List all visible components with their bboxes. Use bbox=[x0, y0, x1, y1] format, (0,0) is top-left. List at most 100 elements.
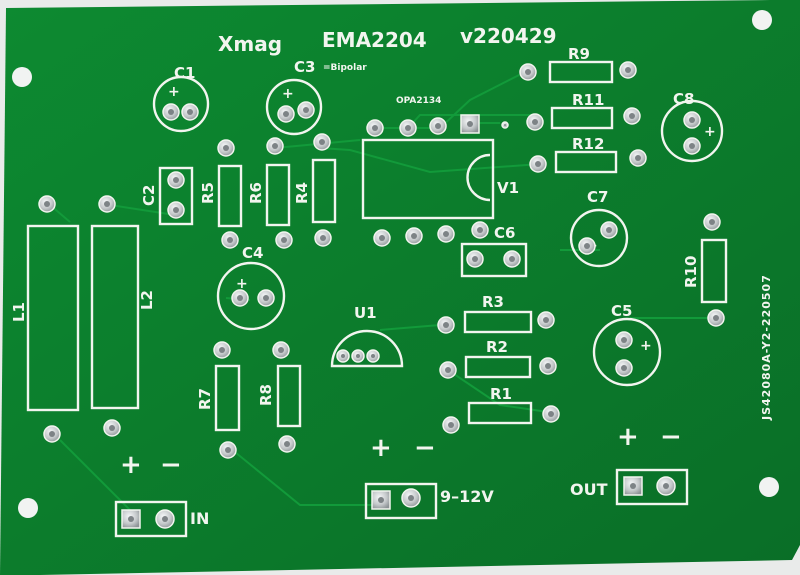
svg-text:+: + bbox=[168, 84, 180, 100]
pad-hole bbox=[689, 117, 695, 123]
pad-hole bbox=[187, 109, 193, 115]
ref-r2: R2 bbox=[486, 338, 508, 356]
ref-r5: R5 bbox=[199, 182, 217, 204]
pad-hole bbox=[405, 125, 411, 131]
pad-hole bbox=[44, 201, 50, 207]
pad-hole bbox=[168, 109, 174, 115]
pad-hole bbox=[49, 431, 55, 437]
out-plus: + bbox=[617, 422, 639, 452]
pad-hole bbox=[504, 124, 506, 126]
pad-hole bbox=[713, 315, 719, 321]
mounting-hole bbox=[759, 477, 779, 497]
pad-hole bbox=[320, 235, 326, 241]
ref-c2: C2 bbox=[140, 185, 158, 206]
pad-hole bbox=[219, 347, 225, 353]
ref-c5: C5 bbox=[611, 302, 632, 320]
pad-hole bbox=[411, 233, 417, 239]
power-minus: − bbox=[414, 433, 436, 463]
pad-hole bbox=[237, 295, 243, 301]
pad-hole bbox=[445, 367, 451, 373]
pad-hole bbox=[225, 447, 231, 453]
pad-hole bbox=[435, 123, 441, 129]
pad-hole bbox=[281, 237, 287, 243]
svg-text:+: + bbox=[282, 86, 294, 102]
ref-c4: C4 bbox=[242, 244, 263, 262]
ref-r10: R10 bbox=[682, 256, 700, 288]
ref-v1: V1 bbox=[497, 179, 519, 197]
pad-hole bbox=[663, 483, 669, 489]
pad-hole bbox=[223, 145, 229, 151]
pad-hole bbox=[532, 119, 538, 125]
pad-hole bbox=[709, 219, 715, 225]
pad-hole bbox=[689, 143, 695, 149]
pad-hole bbox=[319, 139, 325, 145]
svg-text:+: + bbox=[640, 338, 652, 354]
pad-hole bbox=[545, 363, 551, 369]
board-title-right: v220429 bbox=[460, 24, 557, 48]
pads bbox=[38, 61, 725, 529]
ref-r6: R6 bbox=[247, 182, 265, 204]
pad-hole bbox=[635, 155, 641, 161]
ref-r11: R11 bbox=[572, 91, 604, 109]
label-power: 9–12V bbox=[440, 487, 494, 506]
pad-hole bbox=[408, 495, 414, 501]
pad-hole bbox=[379, 235, 385, 241]
mounting-hole bbox=[12, 67, 32, 87]
bipolar-note: =Bipolar bbox=[323, 63, 367, 73]
pad-hole bbox=[283, 111, 289, 117]
ref-r1: R1 bbox=[490, 385, 512, 403]
pad-hole bbox=[162, 516, 168, 522]
pad-hole bbox=[584, 243, 590, 249]
ref-r7: R7 bbox=[196, 388, 214, 410]
label-in: IN bbox=[190, 509, 209, 528]
ref-u1: U1 bbox=[354, 304, 377, 322]
pad-hole bbox=[128, 516, 134, 522]
svg-text:+: + bbox=[236, 276, 248, 292]
pad-hole bbox=[378, 497, 384, 503]
ic-name-label: OPA2134 bbox=[396, 96, 441, 106]
board-title-mid: EMA2204 bbox=[322, 28, 427, 52]
pad-hole bbox=[477, 227, 483, 233]
ref-r9: R9 bbox=[568, 45, 590, 63]
in-plus: + bbox=[120, 450, 142, 480]
ref-c8: C8 bbox=[673, 90, 694, 108]
pad-hole bbox=[509, 256, 515, 262]
ref-r12: R12 bbox=[572, 135, 604, 153]
board-title-left: Xmag bbox=[218, 32, 282, 56]
pad-hole bbox=[173, 207, 179, 213]
ref-r8: R8 bbox=[257, 384, 275, 406]
mounting-hole bbox=[18, 498, 38, 518]
pad-hole bbox=[372, 125, 378, 131]
pad-hole bbox=[278, 347, 284, 353]
ref-c1: C1 bbox=[174, 64, 195, 82]
mounting-hole bbox=[752, 10, 772, 30]
pad-hole bbox=[341, 354, 345, 358]
ref-c3: C3 bbox=[294, 58, 315, 76]
pad-hole bbox=[467, 121, 473, 127]
ref-r4: R4 bbox=[293, 182, 311, 204]
pad-hole bbox=[104, 201, 110, 207]
pad-hole bbox=[356, 354, 360, 358]
ref-l2: L2 bbox=[138, 290, 156, 310]
ref-l1: L1 bbox=[10, 302, 28, 322]
ref-c7: C7 bbox=[587, 188, 608, 206]
pad-hole bbox=[625, 67, 631, 73]
in-minus: − bbox=[160, 450, 182, 480]
pad-hole bbox=[629, 113, 635, 119]
pad-hole bbox=[543, 317, 549, 323]
pad-hole bbox=[173, 177, 179, 183]
pad-hole bbox=[621, 337, 627, 343]
pad-hole bbox=[548, 411, 554, 417]
pad-hole bbox=[272, 143, 278, 149]
pad-hole bbox=[227, 237, 233, 243]
pad-hole bbox=[448, 422, 454, 428]
pad-hole bbox=[284, 441, 290, 447]
pad-hole bbox=[525, 69, 531, 75]
pad-hole bbox=[621, 365, 627, 371]
power-plus: + bbox=[370, 433, 392, 463]
label-out: OUT bbox=[570, 480, 608, 499]
pad-hole bbox=[371, 354, 375, 358]
